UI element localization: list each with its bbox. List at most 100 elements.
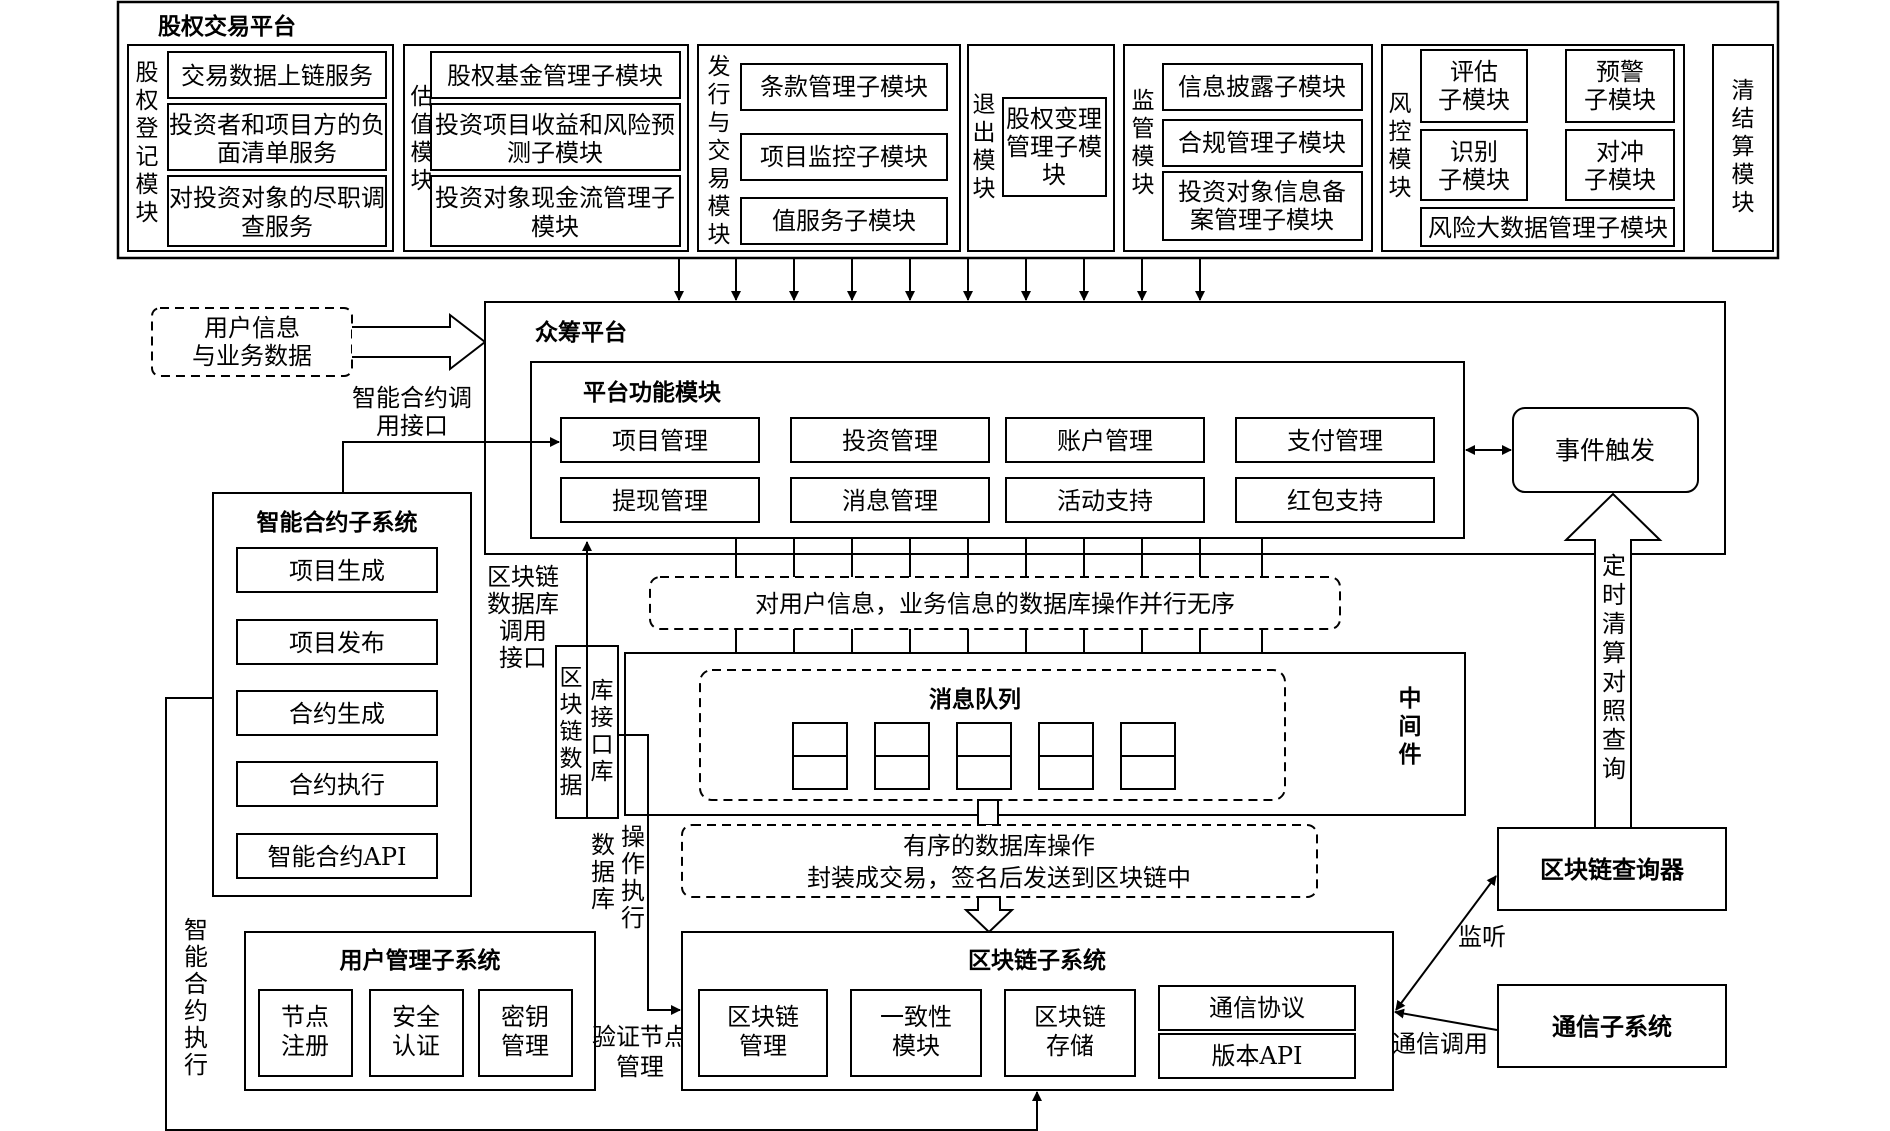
svg-text:存储: 存储 <box>1046 1032 1094 1060</box>
svg-text:约: 约 <box>184 997 208 1025</box>
svg-text:数: 数 <box>560 746 583 772</box>
platform-arrows <box>674 258 1205 301</box>
svg-text:区块链: 区块链 <box>727 1003 799 1031</box>
issuance-item-1: 条款管理子模块 <box>760 73 928 101</box>
svg-text:库: 库 <box>591 759 614 785</box>
blockchain-subsystem: 区块链子系统 区块链 管理 一致性 模块 区块链 存储 通信协议 版本API <box>681 931 1394 1091</box>
svg-text:作: 作 <box>621 850 645 878</box>
svg-text:块: 块 <box>136 200 159 226</box>
svg-text:库: 库 <box>591 885 615 913</box>
svg-text:行: 行 <box>184 1051 208 1079</box>
user-info-line2: 与业务数据 <box>192 342 312 370</box>
svg-text:区块链: 区块链 <box>487 563 559 591</box>
svg-text:交: 交 <box>708 138 731 164</box>
svg-text:执: 执 <box>184 1024 208 1052</box>
svg-text:注册: 注册 <box>281 1032 329 1060</box>
exit-item-a: 股权变理 <box>1006 105 1102 133</box>
registration-title-1: 股 <box>136 60 159 86</box>
functions-title: 平台功能模块 <box>583 379 721 406</box>
user-info-hollow-arrow <box>352 312 487 372</box>
svg-text:调用: 调用 <box>499 617 547 645</box>
svg-text:区块链: 区块链 <box>1034 1003 1106 1031</box>
registration-item-2a: 投资者和项目方的负 <box>169 111 385 139</box>
function-item-5: 提现管理 <box>612 487 708 515</box>
smart-item-4: 合约执行 <box>289 771 385 799</box>
db-exec-connector: 数 据 库 操 作 执 行 <box>591 734 681 1015</box>
svg-text:控: 控 <box>1389 119 1412 145</box>
svg-text:算: 算 <box>1602 639 1626 667</box>
comm-call-connector: 通信调用 <box>1392 1008 1498 1058</box>
svg-text:据: 据 <box>560 773 583 799</box>
smart-item-5: 智能合约API <box>268 843 407 871</box>
svg-text:验证节点: 验证节点 <box>592 1023 688 1051</box>
svg-text:算: 算 <box>1732 134 1755 160</box>
queue-title: 消息队列 <box>929 686 1021 713</box>
svg-text:模: 模 <box>1732 162 1755 188</box>
event-trigger: 事件触发 <box>1465 407 1699 493</box>
parallel-ops-box: 对用户信息，业务信息的数据库操作并行无序 <box>649 576 1341 630</box>
svg-text:接: 接 <box>591 705 614 731</box>
svg-text:易: 易 <box>708 166 731 192</box>
svg-text:照: 照 <box>1602 697 1626 725</box>
middleware: 中 间 件 消息队列 <box>624 652 1466 816</box>
exit-item-b: 管理子模 <box>1006 133 1102 161</box>
function-item-8: 红包支持 <box>1287 487 1383 515</box>
smart-item-2: 项目发布 <box>289 629 385 657</box>
smart-call-line1: 智能合约调 <box>352 384 472 412</box>
version-api-label: 版本API <box>1212 1042 1303 1070</box>
svg-text:块: 块 <box>1732 190 1755 216</box>
risk-module: 风 控 模 块 评估 子模块 预警 子模块 识别 子模块 对冲 子模块 风险大数… <box>1381 44 1685 252</box>
function-item-3: 账户管理 <box>1057 427 1153 455</box>
svg-text:块: 块 <box>1389 175 1412 201</box>
svg-text:块: 块 <box>411 168 434 194</box>
function-item-7: 活动支持 <box>1057 487 1153 515</box>
risk-item-1a: 评估 <box>1450 58 1498 86</box>
clearing-module: 清 结 算 模 块 <box>1712 44 1774 252</box>
supervision-module: 监 管 模 块 信息披露子模块 合规管理子模块 投资对象信息备 案管理子模块 <box>1123 44 1373 252</box>
equity-platform: 股权交易平台 股 权 登 记 模 块 交易数据上链服务 投资者和项目方的负 面清… <box>116 0 1780 260</box>
svg-text:合: 合 <box>184 970 208 998</box>
smart-exec-connector: 智 能 合 约 执 行 <box>165 697 1042 1131</box>
svg-text:间: 间 <box>1399 714 1422 740</box>
svg-text:数: 数 <box>591 831 615 859</box>
equity-platform-title: 股权交易平台 <box>158 13 296 40</box>
svg-text:模: 模 <box>708 194 731 220</box>
event-trigger-label: 事件触发 <box>1555 436 1655 465</box>
svg-text:权: 权 <box>136 88 159 114</box>
user-info-block: 用户信息 与业务数据 <box>151 307 487 377</box>
function-item-6: 消息管理 <box>842 487 938 515</box>
ordered-ops-line2: 封装成交易，签名后发送到区块链中 <box>807 864 1191 892</box>
svg-text:行: 行 <box>708 82 731 108</box>
svg-text:能: 能 <box>184 943 208 971</box>
listen-label: 监听 <box>1458 923 1506 951</box>
issuance-module: 发 行 与 交 易 模 块 条款管理子模块 项目监控子模块 值服务子模块 <box>697 44 961 252</box>
risk-item-4b: 子模块 <box>1584 166 1656 194</box>
supervision-item-2: 合规管理子模块 <box>1178 129 1346 157</box>
svg-text:定: 定 <box>1602 552 1626 580</box>
svg-text:清: 清 <box>1732 78 1755 104</box>
svg-text:密钥: 密钥 <box>501 1003 549 1031</box>
comm-block: 通信子系统 <box>1497 984 1727 1068</box>
risk-item-2b: 子模块 <box>1584 86 1656 114</box>
smart-item-3: 合约生成 <box>289 700 385 728</box>
svg-text:一致性: 一致性 <box>880 1003 952 1031</box>
svg-text:退: 退 <box>973 92 996 118</box>
svg-text:估: 估 <box>411 84 434 110</box>
svg-text:数据库: 数据库 <box>487 590 559 618</box>
blockchain-db-interface: 区 块 链 数 据 库 接 口 库 <box>555 541 619 819</box>
valuation-module: 估 值 模 块 股权基金管理子模块 投资项目收益和风险预 测子模块 投资对象现金… <box>403 44 689 252</box>
svg-text:接口: 接口 <box>499 644 547 672</box>
valuation-item-3a: 投资对象现金流管理子 <box>435 184 675 212</box>
queue-cells <box>792 722 1176 790</box>
registration-module: 股 权 登 记 模 块 交易数据上链服务 投资者和项目方的负 面清单服务 对投资… <box>127 44 394 252</box>
svg-text:模: 模 <box>1132 144 1155 170</box>
supervision-item-1: 信息披露子模块 <box>1178 73 1346 101</box>
svg-text:值: 值 <box>411 112 434 138</box>
svg-text:块: 块 <box>973 176 996 202</box>
verify-label: 验证节点 管理 <box>592 1023 688 1081</box>
risk-item-4a: 对冲 <box>1596 138 1644 166</box>
svg-text:库: 库 <box>591 678 614 704</box>
issuance-item-2: 项目监控子模块 <box>760 143 928 171</box>
svg-text:管理: 管理 <box>501 1032 549 1060</box>
svg-text:执: 执 <box>621 877 645 905</box>
